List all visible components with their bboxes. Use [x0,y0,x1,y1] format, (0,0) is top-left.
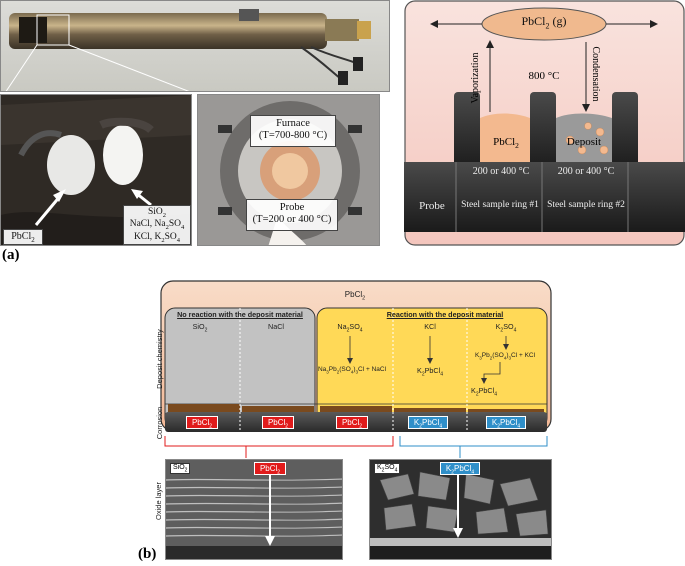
reaction-title: Reaction with the deposit material [386,310,504,319]
corrosion-side-label: Corrosion [155,406,164,440]
corrosion-tag-5: K2PbCl4 [486,416,526,430]
probe-label: Probe [419,200,445,212]
pbcl2-photo-label: PbCl2 [3,229,43,245]
k-product-label: K3Pb2(SO4)3Cl + KCl [474,352,536,361]
sem-k2so4-art [370,460,551,559]
na-product-label: Na3Pb2(SO4)3Cl + NaCl [317,366,387,375]
furnace-temp-label: 800 °C [528,70,560,82]
furnace-schematic-art [404,0,685,246]
furnace-photo-label: Furnace (T=700-800 °C) [250,115,336,147]
sem-k2so4-label: K2SO4 [374,463,401,475]
condensation-label: Condensation [590,46,601,102]
vaporization-label: Vaporization [470,52,481,104]
sem-image-sio2: SiO2 PbCl2 [165,459,343,560]
nacl-label: NaCl [268,322,284,331]
deposit-chemistry-side-label: Deposit chemistry [155,329,164,389]
corrosion-tag-2: PbCl2 [262,416,294,430]
corrosion-tag-1: PbCl2 [186,416,218,430]
furnace-schematic: PbCl2 (g) Vaporization Condensation 800 … [404,0,685,246]
kcl-label: KCl [424,322,436,331]
ring-temp-1: 200 or 400 °C [472,166,530,177]
reaction-diagram: PbCl2 No reaction with the deposit mater… [160,280,552,458]
furnace-photo: Furnace (T=700-800 °C) Probe (T=200 or 4… [197,94,380,246]
deposit-label: Deposit [566,136,602,148]
deposit-photo: PbCl2 SiO2 NaCl, Na2SO4 KCl, K2SO4 [0,94,192,246]
corrosion-tag-3: PbCl2 [336,416,368,430]
oxide-layer-side-label: Oxide layer [154,482,163,520]
no-reaction-title: No reaction with the deposit material [177,310,303,319]
sem-image-k2so4: K2SO4 K2PbCl4 [369,459,552,560]
ring-1-label: Steel sample ring #1 [461,200,539,210]
k2pbcl4-b-label: K2PbCl4 [471,386,497,398]
sem-k2so4-tag: K2PbCl4 [440,462,480,476]
top-pbcl2-label: PbCl2 [344,290,366,302]
salts-photo-label: SiO2 NaCl, Na2SO4 KCl, K2SO4 [123,205,191,245]
ring-temp-2: 200 or 400 °C [557,166,615,177]
sio2-label: SiO2 [192,322,208,334]
corrosion-tag-4: K2PbCl4 [408,416,448,430]
probe-photo-label: Probe (T=200 or 400 °C) [246,199,338,231]
reaction-diagram-art [160,280,552,458]
probe-photo-art [5,9,371,91]
panel-a-letter: (a) [2,247,20,263]
ring-2-label: Steel sample ring #2 [547,200,625,210]
na2so4-label: Na2SO4 [337,322,363,334]
sem-sio2-art [166,460,342,559]
sem-sio2-label: SiO2 [170,463,191,475]
panel-b-letter: (b) [138,546,157,562]
k2so4-label: K2SO4 [495,322,517,334]
gas-label: PbCl2 (g) [521,14,567,31]
sem-sio2-tag: PbCl2 [254,462,286,476]
probe-photo [0,0,390,92]
pbcl2-crucible-label: PbCl2 [493,136,519,151]
k2pbcl4-label: K2PbCl4 [417,366,443,378]
